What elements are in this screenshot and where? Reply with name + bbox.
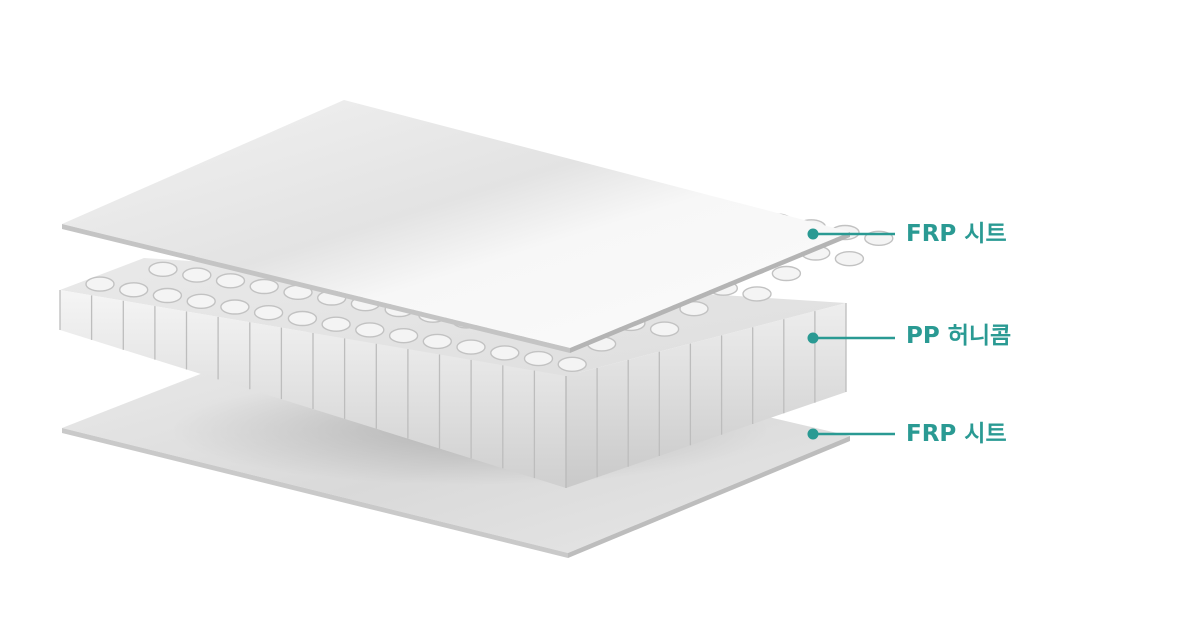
honeycomb-cell xyxy=(253,305,284,321)
callout-middle xyxy=(807,332,895,344)
honeycomb-cell xyxy=(388,328,419,344)
callout-top xyxy=(807,228,895,240)
honeycomb-cell xyxy=(523,350,554,367)
top-frp-sheet xyxy=(62,100,850,353)
callout-dot-top xyxy=(807,228,819,240)
callout-bottom xyxy=(807,428,895,440)
honeycomb-cell xyxy=(742,286,772,302)
label-bottom-frp-sheet: FRP 시트 xyxy=(906,421,1007,447)
honeycomb-cell xyxy=(355,322,385,338)
core-right-face xyxy=(566,303,846,488)
honeycomb-cell xyxy=(834,251,865,267)
honeycomb-cell xyxy=(649,321,680,337)
honeycomb-cell xyxy=(321,316,351,332)
callout-dot-middle xyxy=(807,332,819,344)
label-pp-honeycomb: PP 허니콤 xyxy=(906,323,1012,349)
callout-dot-bottom xyxy=(807,428,819,440)
label-top-frp-sheet: FRP 시트 xyxy=(906,221,1007,247)
honeycomb-cell xyxy=(186,293,216,309)
honeycomb-cell xyxy=(148,261,178,277)
honeycomb-cell xyxy=(215,273,246,289)
honeycomb-cell xyxy=(490,345,520,361)
honeycomb-cell xyxy=(679,301,709,317)
core-right-tubes xyxy=(565,303,847,488)
honeycomb-cell xyxy=(85,276,115,292)
honeycomb-cell xyxy=(249,278,279,295)
honeycomb-cell xyxy=(118,282,149,298)
honeycomb-cell xyxy=(220,299,250,315)
honeycomb-cell xyxy=(422,333,452,350)
honeycomb-cell xyxy=(287,310,318,327)
honeycomb-cell xyxy=(771,265,802,282)
honeycomb-cell xyxy=(182,267,212,283)
honeycomb-cell xyxy=(557,356,587,372)
honeycomb-cell xyxy=(152,287,183,304)
honeycomb-cell xyxy=(456,339,486,355)
